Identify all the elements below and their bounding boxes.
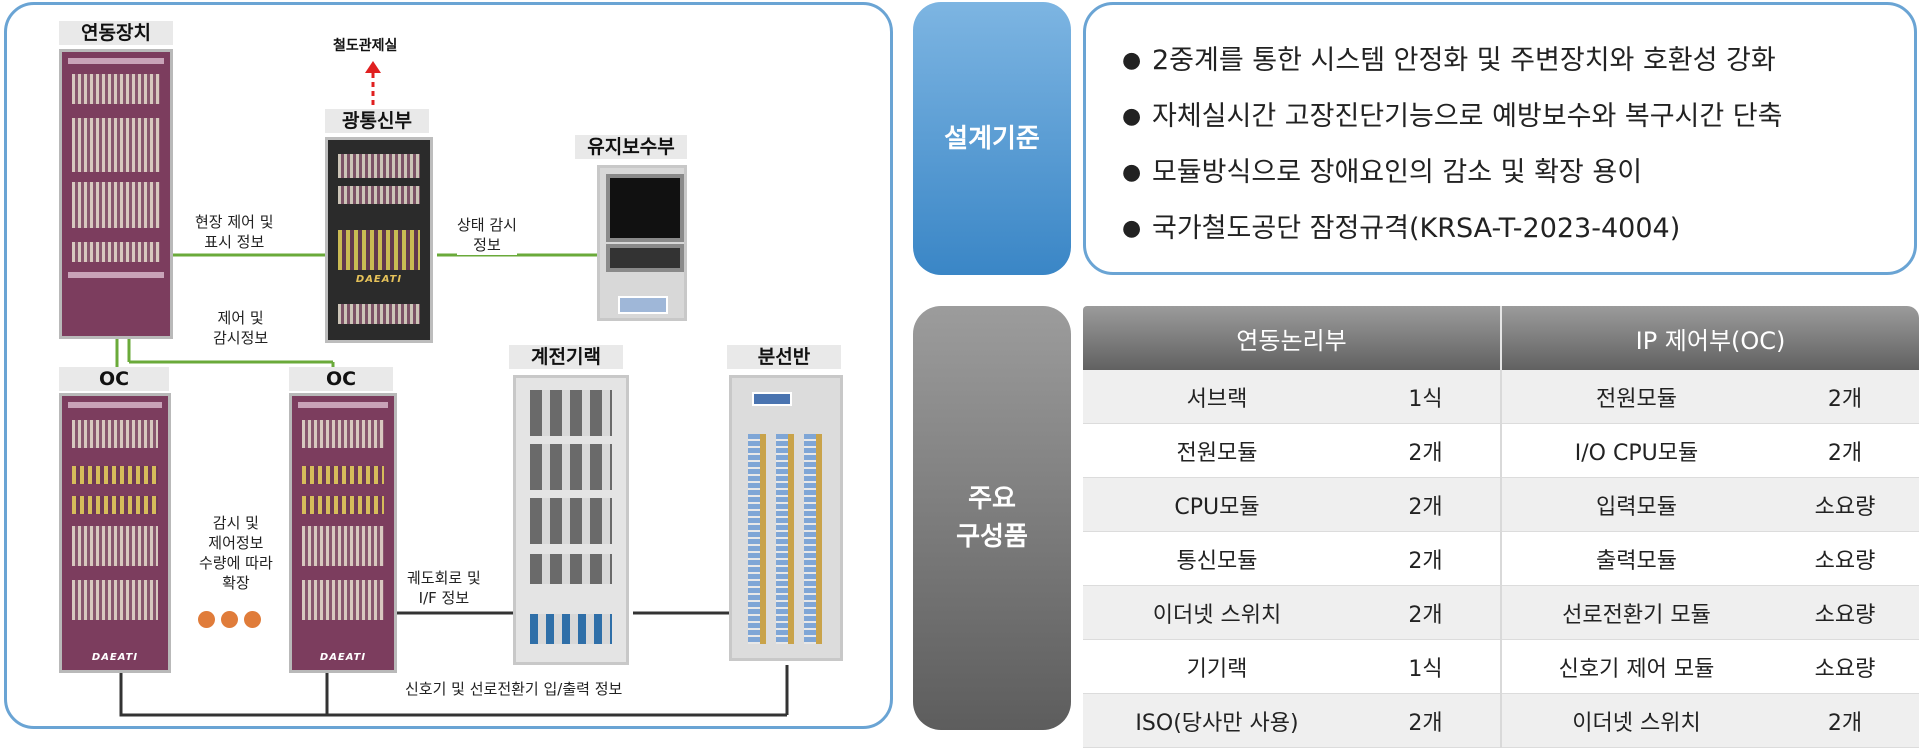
maintenance-label: 유지보수부	[575, 135, 687, 159]
optical-comm-label: 광통신부	[325, 109, 429, 133]
bullet-icon: ●	[1122, 201, 1141, 257]
components-table-wrap: 연동논리부 IP 제어부(OC) 서브랙 1식 전원모듈 2개 전원모듈 2개 …	[1083, 306, 1919, 748]
status-monitor-label: 상태 감시 정보	[457, 215, 517, 255]
criteria-item: ●자체실시간 고장진단기능으로 예방보수와 복구시간 단축	[1122, 89, 1914, 145]
control-room-label: 철도관제실	[333, 35, 397, 55]
table-cell: 선로전환기 모듈	[1501, 586, 1771, 640]
table-cell: 1식	[1351, 370, 1501, 424]
interlocking-label: 연동장치	[59, 21, 173, 45]
table-cell: 입력모듈	[1501, 478, 1771, 532]
distribution-board-label: 분선반	[727, 345, 841, 369]
table-cell: 통신모듈	[1083, 532, 1351, 586]
control-monitor-label: 제어 및 감시정보	[213, 308, 268, 348]
bullet-icon: ●	[1122, 145, 1141, 201]
expansion-dots	[198, 611, 261, 628]
table-cell: 2개	[1351, 586, 1501, 640]
oc-cabinet-1: DAEATI	[59, 393, 171, 673]
signal-io-label: 신호기 및 선로전환기 입/출력 정보	[405, 679, 622, 699]
interlocking-cabinet	[59, 49, 173, 339]
design-criteria-box: ●2중계를 통한 시스템 안정화 및 주변장치와 호환성 강화 ●자체실시간 고…	[1083, 2, 1917, 275]
monitor-screen	[606, 174, 684, 242]
field-control-label: 현장 제어 및 표시 정보	[195, 212, 274, 252]
dot-icon	[198, 611, 215, 628]
optical-comm-cabinet: DAEATI	[325, 137, 433, 343]
design-criteria-title: 설계기준	[913, 2, 1071, 275]
bullet-icon: ●	[1122, 89, 1141, 145]
table-row: CPU모듈 2개 입력모듈 소요량	[1083, 478, 1919, 532]
table-cell: 소요량	[1771, 478, 1919, 532]
criteria-item: ●모듈방식으로 장애요인의 감소 및 확장 용이	[1122, 145, 1914, 201]
table-cell: CPU모듈	[1083, 478, 1351, 532]
table-cell: 기기랙	[1083, 640, 1351, 694]
table-cell: 소요량	[1771, 532, 1919, 586]
oc-label-2: OC	[289, 367, 393, 391]
relay-rack-label: 계전기랙	[509, 345, 623, 369]
oc-label-1: OC	[59, 367, 169, 391]
table-cell: 이더넷 스위치	[1083, 586, 1351, 640]
table-row: 이더넷 스위치 2개 선로전환기 모듈 소요량	[1083, 586, 1919, 640]
table-cell: 2개	[1351, 478, 1501, 532]
bullet-icon: ●	[1122, 33, 1141, 89]
expansion-label: 감시 및 제어정보 수량에 따라 확장	[199, 513, 273, 593]
criteria-item: ●국가철도공단 잠정규격(KRSA-T-2023-4004)	[1122, 201, 1914, 257]
table-row: 전원모듈 2개 I/O CPU모듈 2개	[1083, 424, 1919, 478]
system-diagram: 철도관제실 연동장치 광통신부 DAEATI 유지보수부	[4, 2, 893, 729]
brand-text: DAEATI	[292, 652, 394, 663]
brand-text: DAEATI	[62, 652, 168, 663]
table-cell: I/O CPU모듈	[1501, 424, 1771, 478]
table-cell: 출력모듈	[1501, 532, 1771, 586]
table-cell: 소요량	[1771, 640, 1919, 694]
distribution-board-cabinet	[729, 375, 843, 661]
relay-rack-cabinet	[513, 375, 629, 665]
table-cell: 2개	[1351, 694, 1501, 748]
table-cell: ISO(당사만 사용)	[1083, 694, 1351, 748]
table-cell: 2개	[1771, 694, 1919, 748]
maintenance-cabinet	[597, 165, 687, 321]
criteria-item: ●2중계를 통한 시스템 안정화 및 주변장치와 호환성 강화	[1122, 33, 1914, 89]
track-circuit-label: 궤도회로 및 I/F 정보	[407, 568, 481, 608]
components-title: 주요 구성품	[913, 306, 1071, 730]
table-cell: 2개	[1351, 532, 1501, 586]
table-cell: 전원모듈	[1501, 370, 1771, 424]
oc-cabinet-2: DAEATI	[289, 393, 397, 673]
table-cell: 서브랙	[1083, 370, 1351, 424]
criteria-list: ●2중계를 통한 시스템 안정화 및 주변장치와 호환성 강화 ●자체실시간 고…	[1086, 5, 1914, 257]
table-cell: 소요량	[1771, 586, 1919, 640]
table-cell: 2개	[1771, 424, 1919, 478]
header-ip-control-unit: IP 제어부(OC)	[1501, 306, 1919, 370]
dot-icon	[244, 611, 261, 628]
table-cell: 1식	[1351, 640, 1501, 694]
table-row: 통신모듈 2개 출력모듈 소요량	[1083, 532, 1919, 586]
table-row: ISO(당사만 사용) 2개 이더넷 스위치 2개	[1083, 694, 1919, 748]
header-logic-unit: 연동논리부	[1083, 306, 1501, 370]
table-cell: 이더넷 스위치	[1501, 694, 1771, 748]
table-row: 기기랙 1식 신호기 제어 모듈 소요량	[1083, 640, 1919, 694]
components-table: 연동논리부 IP 제어부(OC) 서브랙 1식 전원모듈 2개 전원모듈 2개 …	[1083, 306, 1919, 748]
table-cell: 신호기 제어 모듈	[1501, 640, 1771, 694]
brand-text: DAEATI	[328, 274, 430, 285]
dot-icon	[221, 611, 238, 628]
table-cell: 2개	[1351, 424, 1501, 478]
table-cell: 전원모듈	[1083, 424, 1351, 478]
table-cell: 2개	[1771, 370, 1919, 424]
table-row: 서브랙 1식 전원모듈 2개	[1083, 370, 1919, 424]
table-header-row: 연동논리부 IP 제어부(OC)	[1083, 306, 1919, 370]
